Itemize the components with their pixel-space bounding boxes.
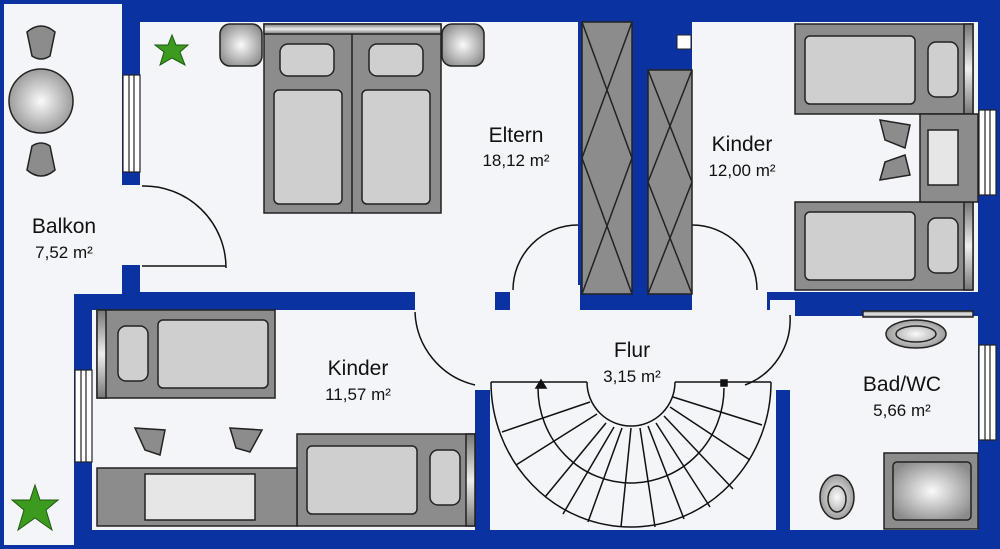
room-name-flur: Flur <box>614 339 650 362</box>
spiral-staircase[interactable] <box>490 378 772 528</box>
room-labels: Balkon 7,52 m² Eltern 18,12 m² Kinder 12… <box>32 124 941 420</box>
doors[interactable] <box>141 185 791 386</box>
room-area-kinder-1: 12,00 m² <box>708 161 775 180</box>
single-beds <box>96 23 979 527</box>
room-name-eltern: Eltern <box>489 124 544 147</box>
bathroom-fixtures <box>819 310 979 530</box>
windows <box>74 74 997 463</box>
room-name-kinder-1: Kinder <box>712 133 773 156</box>
room-name-balkon: Balkon <box>32 215 96 238</box>
room-name-bad: Bad/WC <box>863 373 941 396</box>
room-area-bad: 5,66 m² <box>873 401 931 420</box>
room-area-flur: 3,15 m² <box>603 367 661 386</box>
room-area-kinder-2: 11,57 m² <box>325 385 391 404</box>
room-area-eltern: 18,12 m² <box>482 151 549 170</box>
shaft <box>676 34 692 50</box>
double-bed <box>219 23 485 214</box>
room-area-balkon: 7,52 m² <box>35 243 93 262</box>
room-name-kinder-2: Kinder <box>328 357 389 380</box>
plant-icon <box>10 33 190 532</box>
wardrobes <box>581 21 693 295</box>
chairs <box>8 25 911 456</box>
